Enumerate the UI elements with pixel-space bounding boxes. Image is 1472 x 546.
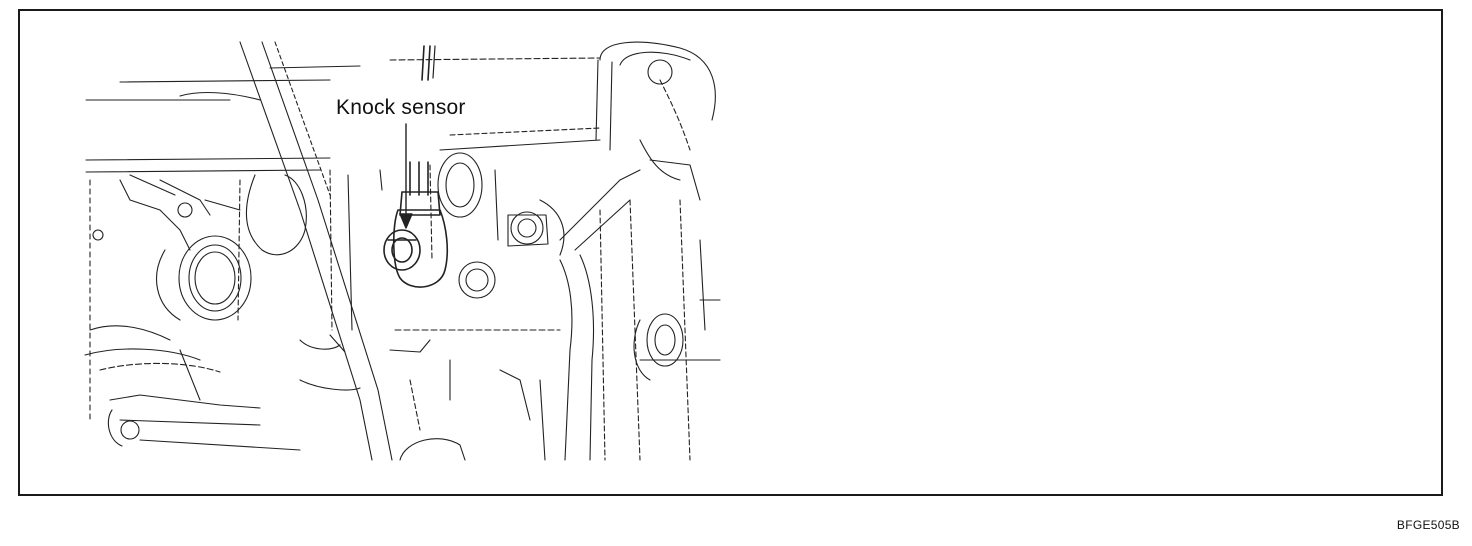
- wire-bundle: [421, 45, 436, 81]
- left-block: [89, 174, 307, 421]
- lower-left-structure: [84, 325, 346, 451]
- left-port: [156, 235, 252, 321]
- leader-arrow-icon: [399, 123, 413, 229]
- figure-code: BFGE505B: [1396, 518, 1460, 532]
- manifold-lines: [85, 57, 601, 173]
- diagonal-pipe: [239, 41, 393, 461]
- bolt: [507, 199, 565, 256]
- right-pipe: [559, 159, 721, 461]
- center-casting: [329, 152, 561, 353]
- knock-sensor-label: Knock sensor: [336, 96, 466, 119]
- figure-frame: [18, 9, 1443, 496]
- knock-sensor-icon: [383, 161, 448, 288]
- right-boss: [633, 313, 684, 381]
- top-bracket: [595, 41, 716, 181]
- bottom-center: [299, 359, 546, 461]
